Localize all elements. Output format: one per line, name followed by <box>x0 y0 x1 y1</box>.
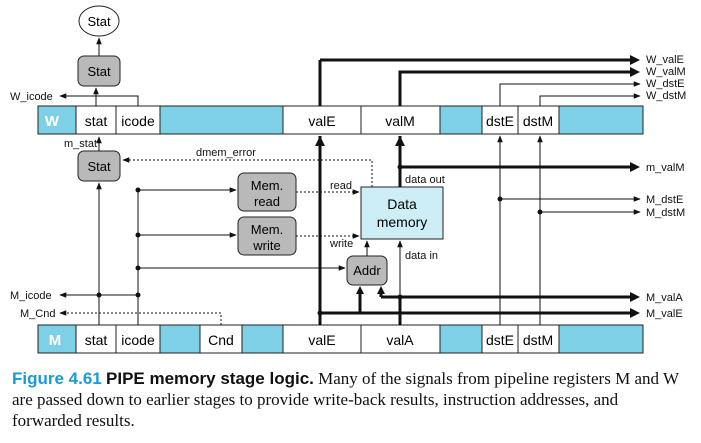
w-vale-label: valE <box>308 113 335 129</box>
junction-dot <box>537 209 543 215</box>
w-dste-field <box>481 105 519 135</box>
mem-read-block: Mem. read <box>237 172 297 212</box>
w-valm-label: valM <box>385 113 415 129</box>
junction-dot <box>497 196 503 202</box>
w-dste-label: W_dstE <box>646 78 685 90</box>
dotted-control-wires <box>59 157 373 325</box>
m-vala-label: valA <box>386 332 414 348</box>
w-stat-label: stat <box>85 113 108 129</box>
mem-write-block: Mem. write <box>237 216 297 256</box>
mem-write-line2: write <box>252 238 280 253</box>
pipe-memory-stage-diagram: W stat icode valE valM dstE dstM M stat … <box>10 5 686 354</box>
data-memory-line1: Data <box>387 196 417 212</box>
m-vala-field <box>360 324 441 354</box>
dmem-error-wire <box>122 157 373 187</box>
m-vale-field <box>282 324 362 354</box>
m-vale-arrowhead <box>630 308 640 318</box>
pipeline-register-m: M stat icode Cnd valE valA dstE dstM <box>37 324 644 354</box>
w-dste-label: dstE <box>486 113 514 129</box>
m-valm-label: m_valM <box>646 162 685 174</box>
junction-dot <box>397 294 403 300</box>
junction-dot <box>96 292 102 298</box>
data-out-label: data out <box>405 174 445 186</box>
m-cnd-label: M_Cnd <box>20 308 55 320</box>
write-label: write <box>329 238 353 250</box>
w-valm-in-arrowhead <box>395 136 405 146</box>
junction-dot <box>397 164 403 170</box>
w-icode-wire <box>59 93 139 106</box>
m-dste-label: M_dstE <box>646 194 683 206</box>
m-icode-label: M_icode <box>10 290 52 302</box>
w-valm-arrowhead <box>630 67 640 77</box>
addr-block: Addr <box>346 255 388 286</box>
w-dstm-field <box>517 105 560 135</box>
w-icode-label: icode <box>121 113 155 129</box>
data-in-label: data in <box>405 250 438 262</box>
m-dstm-field <box>517 324 560 354</box>
m-cnd-field <box>199 324 243 354</box>
w-dste-out-wire <box>499 81 641 106</box>
mem-write-line1: Mem. <box>251 222 284 237</box>
mem-read-line2: read <box>254 194 280 209</box>
w-valm-field <box>360 105 441 135</box>
dmem-error-label: dmem_error <box>196 147 256 159</box>
m-vala-arrowhead <box>630 292 640 302</box>
mem-read-line1: Mem. <box>251 178 284 193</box>
w-register-name: W <box>45 113 60 130</box>
caption-figure-number: Figure 4.61 <box>12 369 102 388</box>
m-vale-label: M_valE <box>646 308 683 320</box>
m-icode-label: icode <box>121 332 155 348</box>
m-stat-field <box>75 324 117 354</box>
stat-block-w: Stat <box>77 55 121 87</box>
data-memory-block: Data memory <box>360 186 444 240</box>
junction-dots <box>96 164 543 316</box>
w-vale-label: W_valE <box>646 54 684 66</box>
w-dstm-out-wire <box>539 93 641 106</box>
addr-label: Addr <box>353 263 381 278</box>
m-dstm-label: M_dstM <box>646 207 685 219</box>
caption-title: PIPE memory stage logic. <box>106 369 314 388</box>
stat-oval-label: Stat <box>87 14 111 29</box>
m-stat-label: m_stat <box>64 138 97 150</box>
stat-m-label: Stat <box>87 159 111 174</box>
m-cnd-label: Cnd <box>208 332 234 348</box>
w-vale-arrowhead <box>630 55 640 65</box>
m-cnd-wire <box>59 310 222 325</box>
stat-w-label: Stat <box>87 64 111 79</box>
w-valm-out-wire <box>398 70 632 106</box>
w-dstm-label: dstM <box>523 113 553 129</box>
m-vala-label: M_valA <box>646 292 683 304</box>
datapath-wires <box>318 58 632 325</box>
pipeline-register-w: W stat icode valE valM dstE dstM <box>37 105 644 135</box>
datapath-arrowheads <box>315 55 640 318</box>
stat-block-m: Stat <box>77 150 121 182</box>
w-valm-label: W_valM <box>646 66 686 78</box>
m-dstm-label: dstM <box>523 332 553 348</box>
junction-dot <box>317 310 323 316</box>
data-memory-line2: memory <box>377 214 428 230</box>
m-valm-arrowhead <box>630 162 640 172</box>
w-vale-in-arrowhead <box>315 136 325 146</box>
m-vale-label: valE <box>308 332 335 348</box>
m-dste-label: dstE <box>486 332 514 348</box>
addr-in-arrowhead-1 <box>356 286 364 294</box>
stat-oval: Stat <box>78 5 120 37</box>
junction-dot <box>135 232 141 238</box>
junction-dot <box>135 187 141 193</box>
caption-text: Many of the signals from pipeline regist… <box>12 369 679 430</box>
read-label: read <box>330 180 352 192</box>
m-register-name: M <box>49 332 62 349</box>
m-icode-field <box>115 324 161 354</box>
addr-in-arrowhead-2 <box>377 286 385 294</box>
w-dstm-label: W_dstM <box>646 90 686 102</box>
w-icode-label: W_icode <box>10 91 53 103</box>
m-stat-label: stat <box>85 332 108 348</box>
signal-labels: W_icode m_stat dmem_error read write dat… <box>10 54 686 320</box>
figure-caption: Figure 4.61 PIPE memory stage logic. Man… <box>12 368 692 431</box>
w-stat-field <box>75 105 117 135</box>
junction-dot <box>135 292 141 298</box>
junction-dot <box>135 265 141 271</box>
